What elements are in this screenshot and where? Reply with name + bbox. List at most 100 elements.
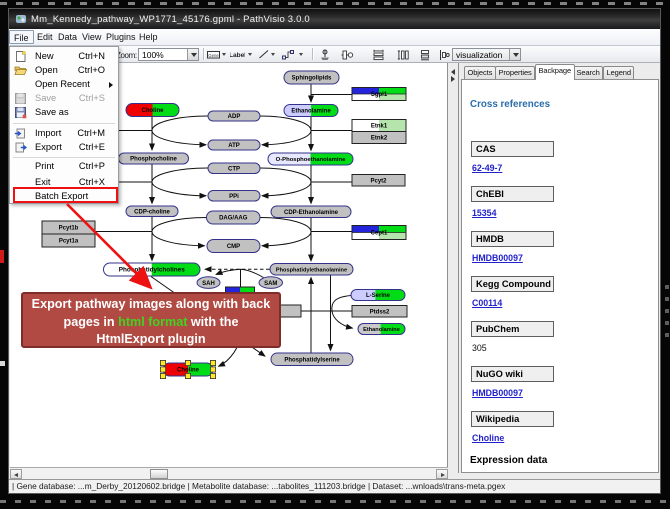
file-menu-item-exit[interactable]: Exit Ctrl+X [11, 176, 117, 189]
stack-vertical-icon[interactable] [418, 48, 432, 61]
menu-item-label: Save as [35, 106, 69, 117]
tab-legend[interactable]: Legend [603, 66, 635, 79]
menu-item-label: Batch Export [35, 190, 89, 201]
xref-link[interactable]: HMDB00097 [472, 388, 523, 398]
scroll-left-icon[interactable] [10, 469, 22, 479]
window-title: Mm_Kennedy_pathway_WP1771_45176.gpml - P… [31, 14, 310, 25]
section-header: NuGO wiki [471, 366, 554, 382]
frame-artifact-red [0, 250, 4, 263]
zoom-combobox[interactable]: 100% [138, 48, 199, 61]
cross-references-title: Cross references [470, 99, 551, 110]
svg-text:Label: Label [230, 52, 245, 59]
callout-text-line: HtmlExport plugin [96, 332, 206, 346]
expression-data-heading: Expression data [470, 455, 548, 466]
label-tool-dropdown-icon[interactable] [248, 53, 253, 58]
menubar-item-plugins[interactable]: Plugins [106, 32, 136, 42]
toolbar: Zoom: 100% Gene Label visualization [9, 46, 660, 63]
tab-objects[interactable]: Objects [464, 66, 496, 79]
common-width-icon[interactable] [371, 48, 385, 61]
zoom-label: Zoom: [116, 50, 137, 60]
line-tool-icon[interactable] [257, 48, 271, 61]
status-bar: | Gene database: ...m_Derby_20120602.bri… [9, 479, 660, 493]
xref-link[interactable]: Choline [472, 433, 505, 443]
common-height-icon[interactable] [396, 48, 410, 61]
menubar-item-help[interactable]: Help [139, 32, 158, 42]
file-menu-item-open[interactable]: Open Ctrl+O [11, 64, 117, 77]
file-menu-item-batch-export[interactable]: Batch Export [11, 190, 117, 203]
pathvisio-app-icon [16, 15, 26, 23]
toolbar-separator [203, 48, 204, 60]
horizontal-scrollbar[interactable] [10, 467, 448, 479]
align-center-icon[interactable] [318, 48, 332, 61]
file-menu-item-save-as[interactable]: Save as [11, 106, 117, 119]
gene-tool-icon[interactable]: Gene [206, 48, 220, 61]
label-tool-icon[interactable]: Label [229, 48, 245, 61]
menu-item-label: Exit [35, 177, 51, 187]
stack-horizontal-icon[interactable] [437, 48, 451, 61]
splitter-collapse-left-icon[interactable] [451, 69, 455, 75]
menu-item-label: Save [35, 92, 57, 103]
tab-backpage[interactable]: Backpage [535, 64, 575, 80]
save-as-icon [14, 106, 28, 119]
panel-splitter[interactable] [449, 63, 458, 473]
section-header: PubChem [471, 321, 554, 337]
callout-text-line: pages in html format with the [63, 314, 239, 329]
xref-link[interactable]: HMDB00097 [472, 253, 523, 263]
import-icon [14, 127, 28, 140]
menu-item-shortcut: Ctrl+N [78, 51, 105, 61]
submenu-arrow-icon [109, 81, 113, 88]
connector-tool-dropdown-icon[interactable] [299, 53, 304, 58]
menu-item-shortcut: Ctrl+E [78, 142, 105, 152]
menu-separator [13, 157, 115, 158]
visualization-dropdown-icon[interactable] [509, 49, 520, 60]
line-tool-dropdown-icon[interactable] [271, 53, 276, 58]
callout-text-line: Export pathway images along with back [31, 297, 271, 311]
xref-link[interactable]: C00114 [472, 298, 503, 308]
menu-item-shortcut: Ctrl+X [78, 177, 105, 187]
menubar-item-edit[interactable]: Edit [37, 32, 53, 42]
tab-search[interactable]: Search [573, 66, 604, 79]
gene-tool-dropdown-icon[interactable] [222, 53, 227, 58]
section-header: CAS [471, 141, 554, 157]
tab-properties[interactable]: Properties [495, 66, 536, 79]
scroll-right-icon[interactable] [436, 469, 448, 479]
menu-item-shortcut: Ctrl+O [77, 65, 105, 75]
menu-item-label: Print [35, 161, 55, 171]
menu-separator [13, 122, 115, 124]
scrollbar-thumb[interactable] [150, 469, 168, 479]
title-bar[interactable]: Mm_Kennedy_pathway_WP1771_45176.gpml - P… [9, 9, 660, 29]
file-menu-item-open-recent[interactable]: Open Recent [11, 78, 117, 91]
menu-item-label: Open Recent [35, 79, 90, 89]
frame-artifact-top [0, 2, 670, 5]
menubar-item-data[interactable]: Data [58, 32, 78, 42]
connector-tool-icon[interactable] [281, 48, 295, 61]
visualization-value: visualization [456, 50, 503, 60]
section-header: Kegg Compound [471, 276, 554, 292]
export-icon [14, 141, 28, 154]
menu-item-label: Open [35, 65, 58, 75]
batch-export-highlight-box [13, 187, 118, 203]
xref-link[interactable]: 62-49-7 [472, 163, 503, 173]
frame-artifact-right [665, 285, 669, 345]
xref-link[interactable]: 15354 [472, 208, 497, 218]
menubar-item-view[interactable]: View [82, 32, 102, 42]
zoom-value: 100% [142, 50, 164, 60]
zoom-dropdown-icon[interactable] [187, 49, 198, 60]
menubar-item-file[interactable]: File [9, 30, 34, 44]
annotation-callout: Export pathway images along with back pag… [21, 292, 281, 348]
visualization-combobox[interactable]: visualization [452, 48, 521, 61]
align-middle-icon[interactable] [340, 48, 354, 61]
xref-value: 305 [472, 343, 487, 353]
splitter-collapse-right-icon[interactable] [451, 76, 455, 82]
toolbar-separator [312, 48, 313, 60]
section-header: Wikipedia [471, 411, 554, 427]
